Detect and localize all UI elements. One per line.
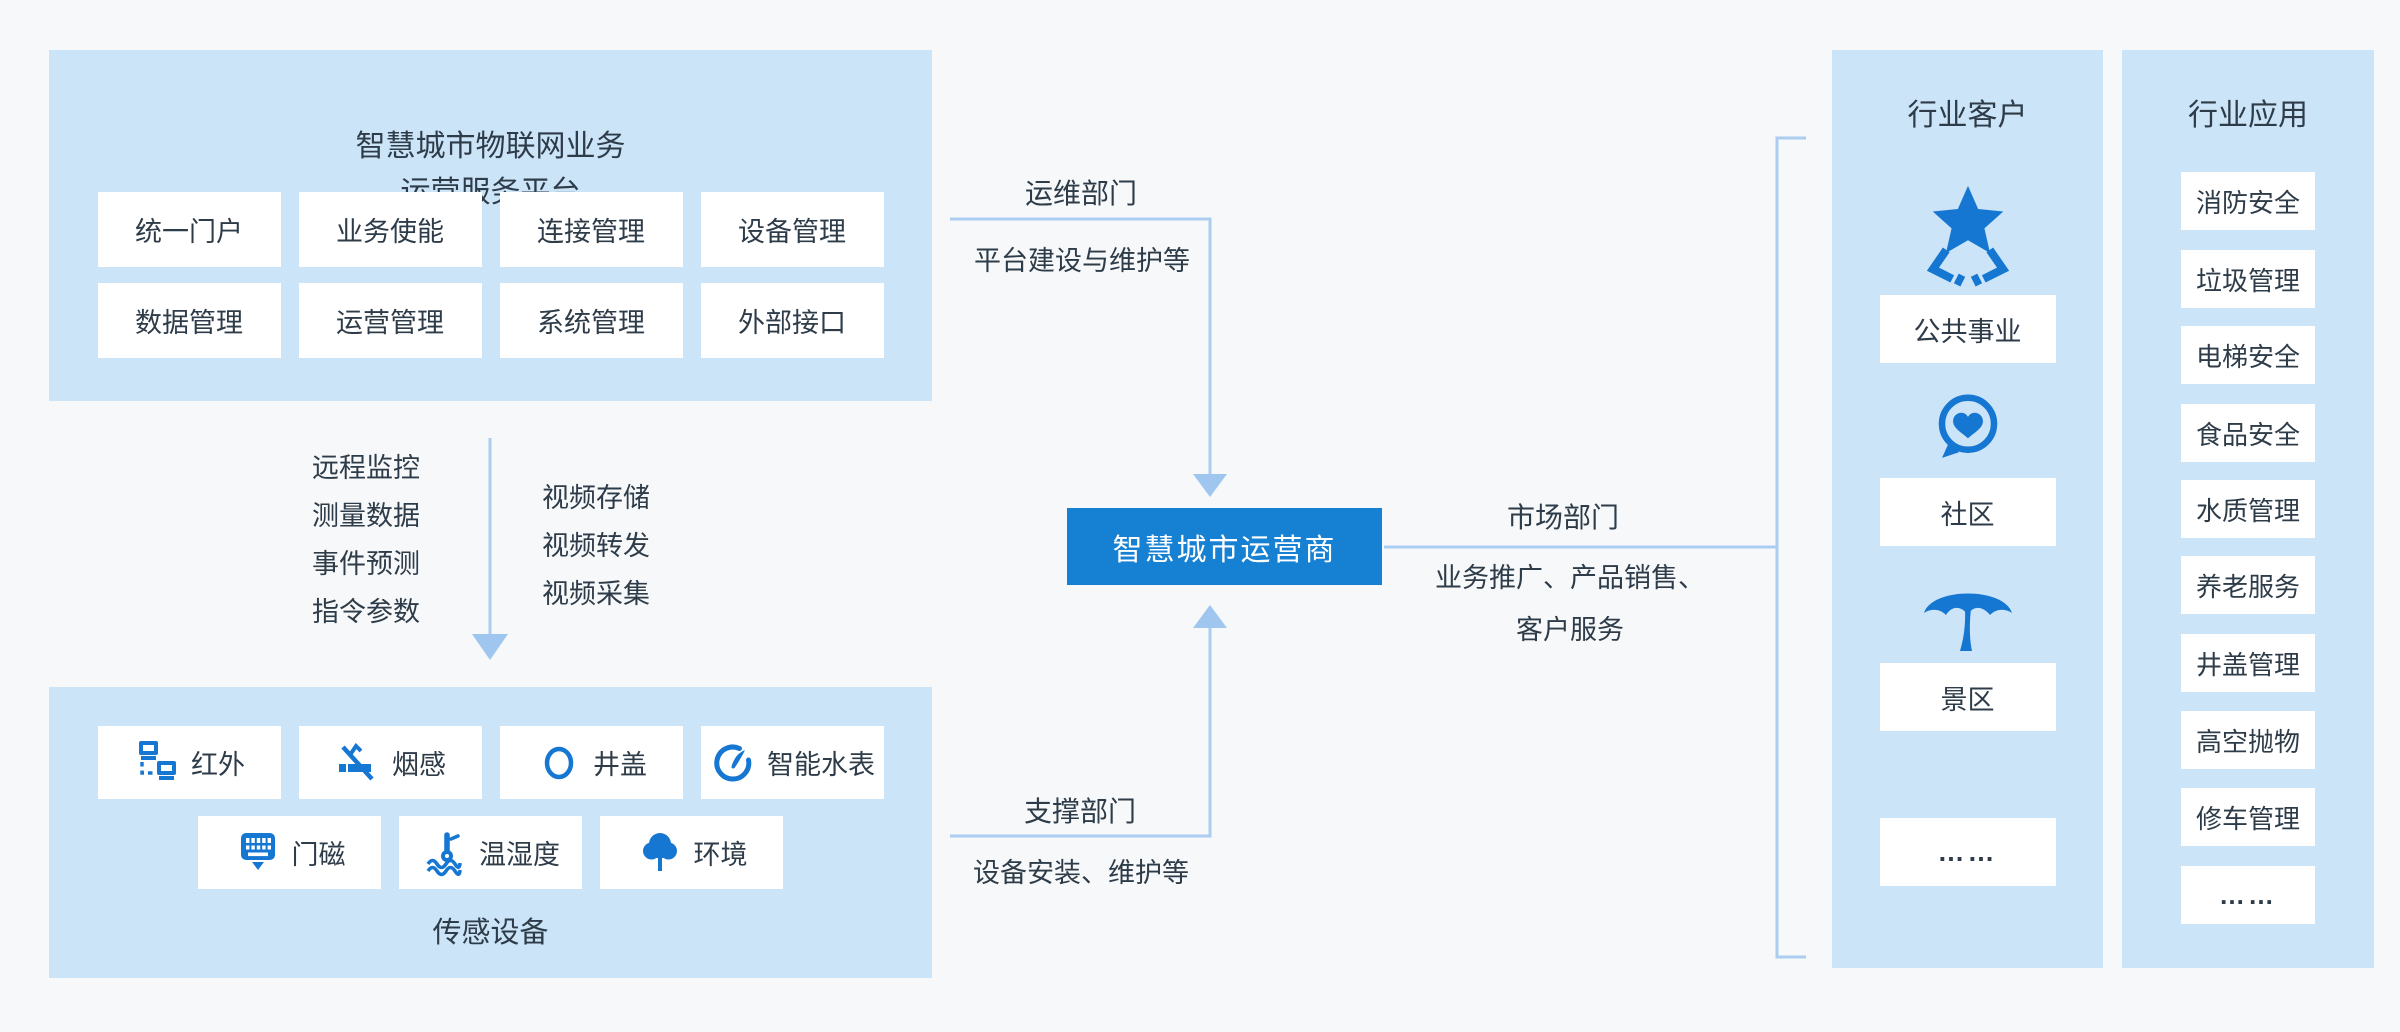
- sensor-row2: 门磁 温湿度: [49, 816, 932, 889]
- flow-item: 事件预测: [312, 549, 420, 579]
- star-icon: [1926, 185, 2009, 287]
- applications-panel-title: 行业应用: [2188, 99, 2308, 132]
- platform-modules-row1: 统一门户 业务使能 连接管理 设备管理: [49, 192, 932, 267]
- environment-icon: [642, 832, 677, 871]
- module-box: 设备管理: [700, 192, 884, 267]
- flow-item: 视频转发: [542, 531, 650, 561]
- support-dept-title: 支撑部门: [1023, 796, 1137, 827]
- applications-panel: 行业应用 消防安全 垃圾管理 电梯安全 食品安全 水质管理 养老服务 井盖管理 …: [2122, 50, 2374, 968]
- sensor-box-manhole: 井盖: [499, 726, 683, 799]
- flow-item: 远程监控: [312, 453, 420, 483]
- app-box-more: ……: [2181, 866, 2315, 924]
- support-arrow-head: [1193, 605, 1227, 628]
- ops-dept-title: 运维部门: [1024, 178, 1138, 209]
- module-box: 业务使能: [298, 192, 482, 267]
- customer-box-community: 社区: [1879, 478, 2056, 546]
- customer-box-more: ……: [1879, 818, 2056, 886]
- sensor-label: 井盖: [593, 750, 647, 780]
- sensor-label: 红外: [191, 750, 245, 780]
- infrared-icon: [139, 740, 176, 780]
- manhole-icon: [544, 746, 574, 779]
- module-box: 连接管理: [499, 192, 683, 267]
- sensor-panel-label: 传感设备: [432, 917, 549, 949]
- flow-item: 视频存储: [542, 483, 650, 513]
- sensor-label: 温湿度: [479, 840, 560, 870]
- sensor-label: 门磁: [291, 840, 346, 870]
- sensor-box-environment: 环境: [600, 816, 783, 889]
- sensor-label: 智能水表: [767, 750, 875, 780]
- downlink-data-list: 远程监控 测量数据 事件预测 指令参数: [312, 444, 420, 636]
- sensor-label: 环境: [693, 840, 748, 870]
- module-box: 系统管理: [499, 283, 683, 358]
- customers-panel-title: 行业客户: [1907, 99, 2028, 132]
- ops-arrow-head: [1193, 474, 1227, 497]
- flow-item: 视频采集: [542, 579, 650, 609]
- module-box: 数据管理: [97, 283, 281, 358]
- module-box: 运营管理: [298, 283, 482, 358]
- smoke-icon: [339, 742, 374, 781]
- sensor-row1: 红外 烟感 井盖: [49, 726, 932, 799]
- support-dept-desc: 设备安装、维护等: [973, 858, 1189, 888]
- operator-box: 智慧城市运营商: [1067, 508, 1382, 585]
- module-box: 外部接口: [700, 283, 884, 358]
- customer-box-scenic-area: 景区: [1879, 663, 2056, 731]
- app-box-elderly-care: 养老服务: [2181, 556, 2315, 614]
- app-box-falling-objects: 高空抛物: [2181, 711, 2315, 769]
- platform-modules-row2: 数据管理 运营管理 系统管理 外部接口: [49, 283, 932, 358]
- sensor-box-infrared: 红外: [97, 726, 281, 799]
- tree-icon: [1923, 593, 2012, 651]
- app-box-garbage: 垃圾管理: [2181, 250, 2315, 308]
- sensor-label: 烟感: [392, 750, 446, 780]
- temp-humidity-icon: [426, 831, 462, 876]
- ops-dept-desc: 平台建设与维护等: [974, 246, 1190, 276]
- sensor-box-temp-humidity: 温湿度: [399, 816, 582, 889]
- sensor-box-smoke: 烟感: [298, 726, 482, 799]
- platform-panel: 智慧城市物联网业务 运营服务平台 统一门户 业务使能 连接管理 设备管理 数据管…: [49, 50, 932, 401]
- sensor-box-door-magnet: 门磁: [198, 816, 381, 889]
- heart-bubble-icon: [1938, 394, 1997, 458]
- app-box-elevator: 电梯安全: [2181, 326, 2315, 384]
- app-box-water-quality: 水质管理: [2181, 480, 2315, 538]
- customers-bracket: [1775, 136, 1806, 959]
- water-meter-icon: [714, 744, 752, 781]
- app-box-manhole: 井盖管理: [2181, 634, 2315, 692]
- flow-item: 测量数据: [312, 501, 420, 531]
- flow-item: 指令参数: [312, 597, 420, 627]
- flow-arrow-head: [472, 634, 508, 660]
- market-dept-desc-line1: 业务推广、产品销售、: [1435, 563, 1705, 593]
- door-magnet-icon: [240, 832, 275, 870]
- app-box-vehicle-repair: 修车管理: [2181, 788, 2315, 846]
- video-data-list: 视频存储 视频转发 视频采集: [542, 474, 650, 618]
- customers-panel: 行业客户 公共事业 社区 景区 ……: [1832, 50, 2103, 968]
- customer-box-utilities: 公共事业: [1879, 295, 2056, 363]
- app-box-food-safety: 食品安全: [2181, 404, 2315, 462]
- app-box-fire-safety: 消防安全: [2181, 172, 2315, 230]
- market-dept-desc-line2: 客户服务: [1516, 615, 1624, 645]
- sensor-box-water-meter: 智能水表: [700, 726, 884, 799]
- module-box: 统一门户: [97, 192, 281, 267]
- platform-title-line1: 智慧城市物联网业务: [355, 130, 626, 163]
- market-dept-title: 市场部门: [1506, 502, 1620, 533]
- sensor-panel: 红外 烟感 井盖: [49, 687, 932, 978]
